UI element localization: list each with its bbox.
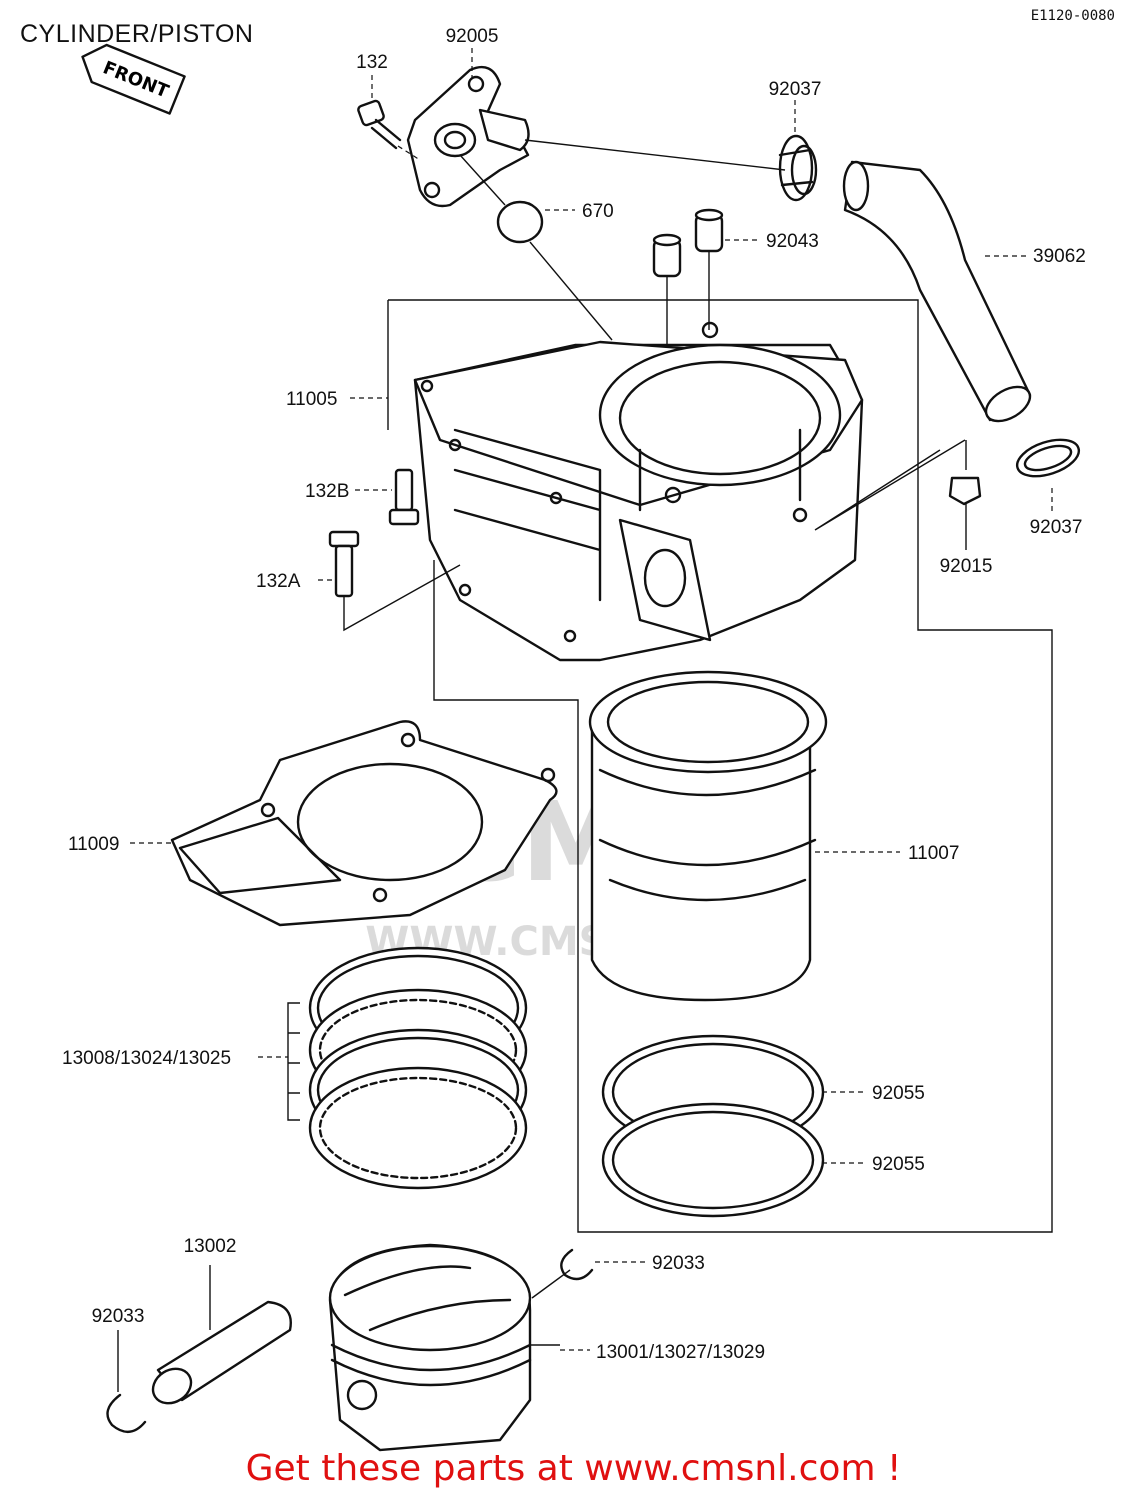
hose-clamp-right-part	[1015, 438, 1081, 478]
head-gasket-part	[170, 720, 558, 927]
drain-plug-part	[948, 440, 982, 550]
hose-clamp-top-part	[778, 134, 818, 202]
label-92033-right: 92033	[652, 1253, 705, 1274]
piston-part	[328, 1243, 571, 1452]
water-fitting-part	[406, 65, 530, 208]
circlip-right-part	[560, 1248, 594, 1281]
cta-link[interactable]: Get these parts at www.cmsnl.com !	[245, 1448, 902, 1489]
label-92033-left: 92033	[92, 1306, 145, 1327]
o-ring-670-part	[496, 200, 544, 244]
label-92015: 92015	[940, 556, 993, 577]
cylinder-block-part	[413, 321, 864, 662]
label-92037-top: 92037	[769, 79, 822, 100]
circlip-left-part	[106, 1330, 147, 1433]
label-132: 132	[356, 52, 388, 73]
bolt-132b-part	[388, 468, 420, 526]
label-670: 670	[582, 201, 614, 222]
leader-lines	[130, 48, 1053, 1351]
label-92043: 92043	[766, 231, 819, 252]
page-title: CYLINDER/PISTON	[20, 20, 254, 48]
label-132a: 132A	[256, 571, 301, 592]
label-piston: 13001/13027/13029	[596, 1342, 765, 1363]
bolt-132a-part	[328, 530, 461, 632]
label-39062: 39062	[1033, 246, 1086, 267]
label-92037-right: 92037	[1030, 517, 1083, 538]
label-92005: 92005	[446, 26, 499, 47]
bolt-132-part	[357, 99, 421, 161]
o-ring-92055-lower	[601, 1102, 825, 1218]
label-11007: 11007	[908, 843, 959, 864]
label-13002: 13002	[184, 1236, 237, 1257]
hose-39062-part	[842, 160, 1032, 423]
label-11009: 11009	[68, 834, 119, 855]
piston-rings-part	[287, 946, 528, 1190]
label-132b: 132B	[305, 481, 349, 502]
label-piston-rings: 13008/13024/13025	[62, 1048, 231, 1069]
piston-pin-part	[151, 1265, 292, 1405]
front-arrow-icon: FRONT	[81, 43, 186, 115]
cylinder-assembly-frame	[388, 299, 1053, 1233]
diagram-code: E1120-0080	[1030, 8, 1115, 24]
label-11005: 11005	[286, 389, 337, 410]
cylinder-sleeve-part	[588, 670, 828, 1002]
label-92055-upper: 92055	[872, 1083, 925, 1104]
label-92055-lower: 92055	[872, 1154, 925, 1175]
